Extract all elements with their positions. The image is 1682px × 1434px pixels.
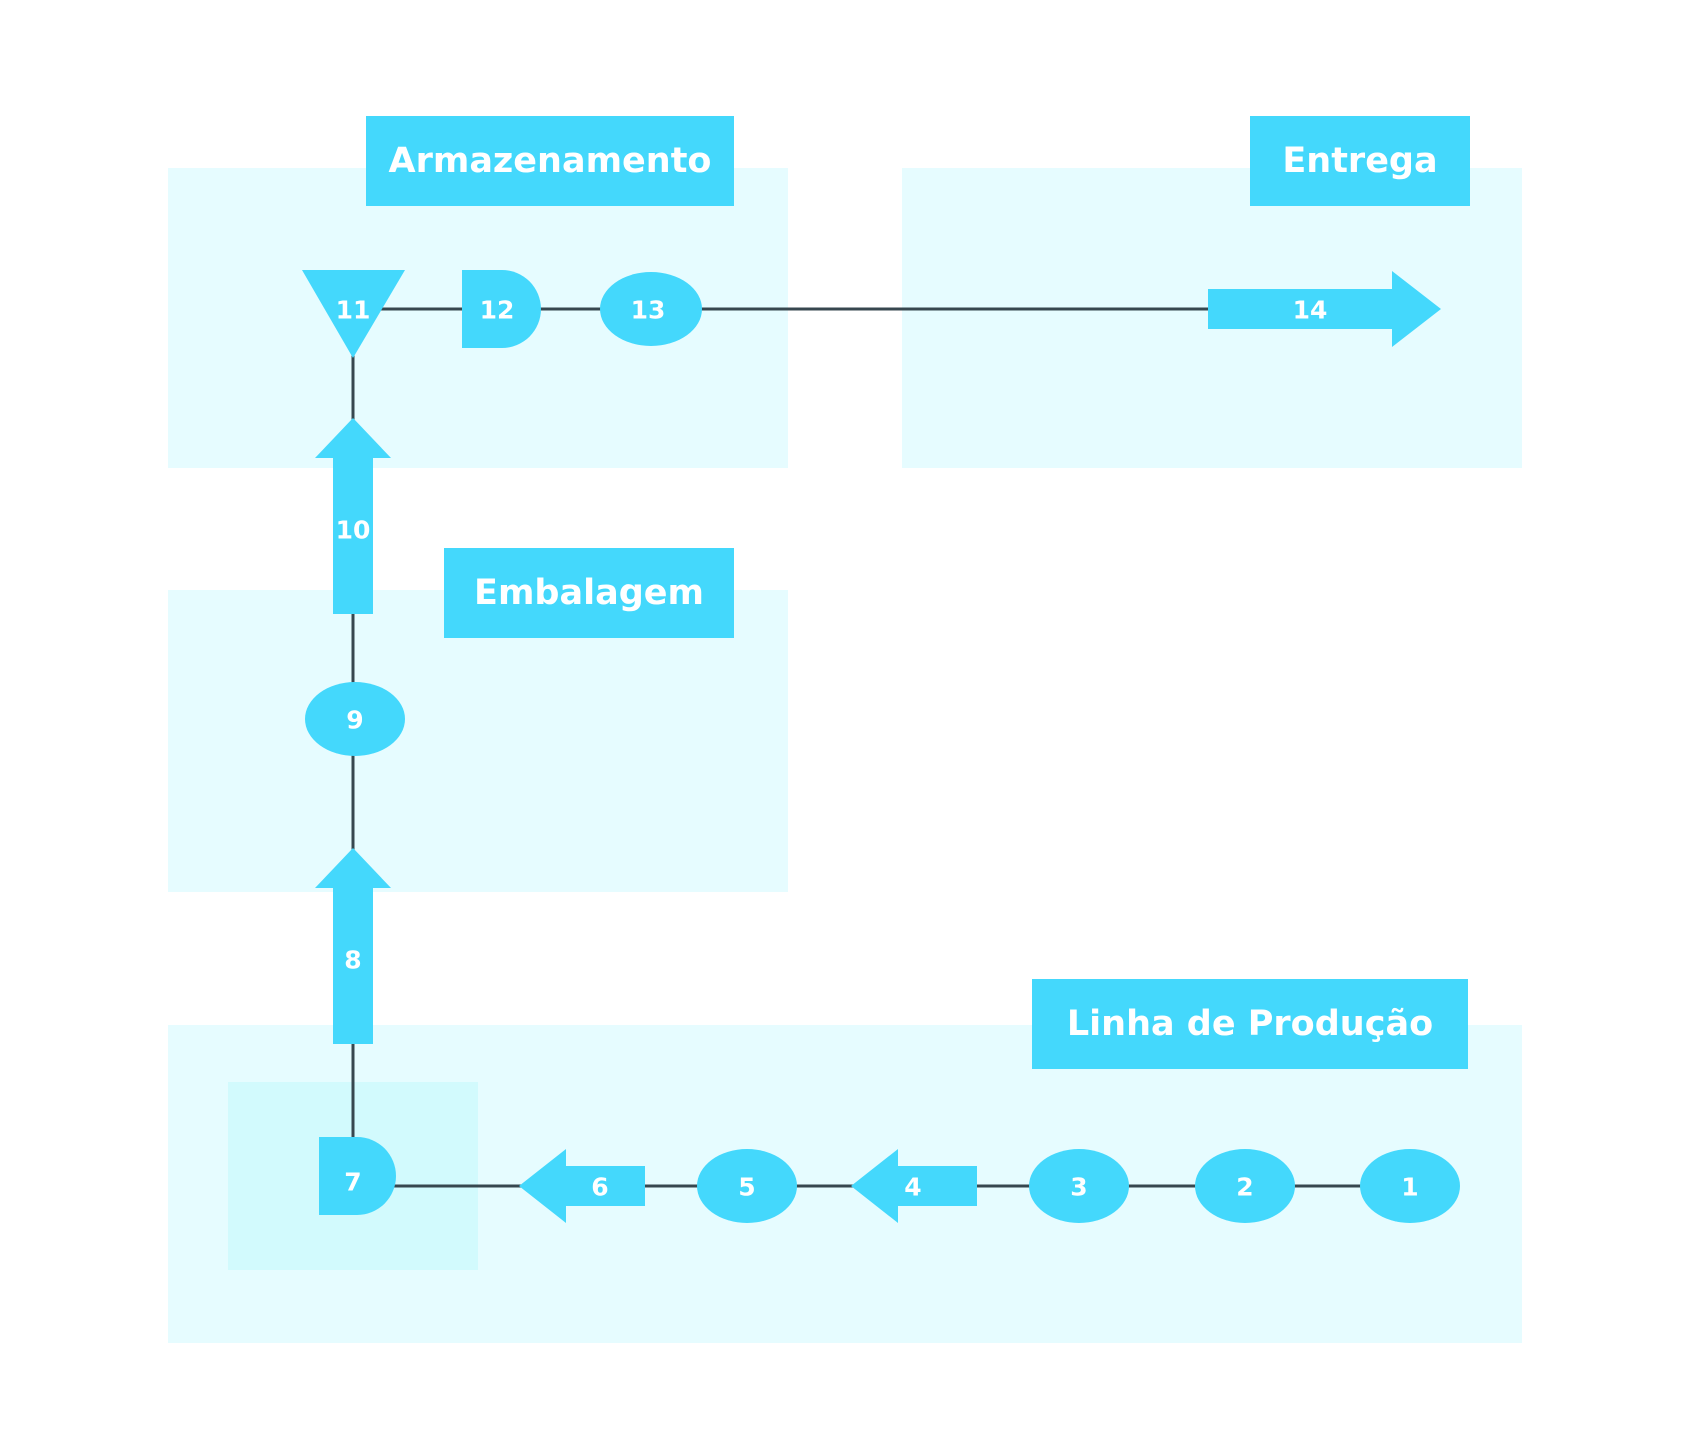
node-label: 8: [344, 946, 361, 975]
node-shape-delay: [319, 1137, 396, 1215]
zone-title-text: Embalagem: [474, 573, 704, 613]
node-shape-ellipse: [1360, 1149, 1460, 1223]
node-13[interactable]: 13: [600, 272, 702, 346]
node-6[interactable]: 6: [519, 1149, 645, 1223]
node-14[interactable]: 14: [1208, 271, 1441, 347]
node-shape-ellipse: [1195, 1149, 1295, 1223]
zone-title-box: [366, 116, 734, 206]
node-11[interactable]: 11: [302, 270, 405, 358]
zone-title-text: Entrega: [1282, 141, 1437, 181]
node-10[interactable]: 10: [315, 418, 391, 614]
node-shape-delay: [462, 270, 541, 348]
zone-title-box: [1032, 979, 1468, 1069]
node-shape-arrow-left: [851, 1149, 977, 1223]
node-shape-arrow-up: [315, 418, 391, 614]
zone-title-entrega: Entrega: [1250, 116, 1470, 206]
node-7[interactable]: 7: [319, 1137, 396, 1215]
node-1[interactable]: 1: [1360, 1149, 1460, 1223]
zone-title-box: [444, 548, 734, 638]
node-9[interactable]: 9: [305, 682, 405, 756]
zone-title-embalagem: Embalagem: [444, 548, 734, 638]
node-4[interactable]: 4: [851, 1149, 977, 1223]
node-shape-arrow-right: [1208, 271, 1441, 347]
zone-title-text: Armazenamento: [389, 141, 712, 181]
node-shape-ellipse: [600, 272, 702, 346]
node-12[interactable]: 12: [462, 270, 541, 348]
node-3[interactable]: 3: [1029, 1149, 1129, 1223]
zone-embalagem: [168, 590, 788, 892]
node-5[interactable]: 5: [697, 1149, 797, 1223]
node-label: 7: [344, 1168, 361, 1197]
node-label: 2: [1236, 1173, 1253, 1202]
node-label: 14: [1293, 296, 1328, 325]
zone-title-armazenamento: Armazenamento: [366, 116, 734, 206]
zone-title-text: Linha de Produção: [1067, 1004, 1433, 1044]
zone-title-box: [1250, 116, 1470, 206]
node-8[interactable]: 8: [315, 848, 391, 1044]
node-shape-arrow-left: [519, 1149, 645, 1223]
node-shape-triangle-down: [302, 270, 405, 358]
node-label: 13: [631, 296, 666, 325]
node-label: 3: [1070, 1173, 1087, 1202]
node-label: 11: [336, 296, 371, 325]
node-label: 5: [738, 1173, 755, 1202]
node-label: 12: [480, 296, 515, 325]
node-label: 9: [346, 706, 363, 735]
zone-title-linha-producao: Linha de Produção: [1032, 979, 1468, 1069]
node-label: 6: [591, 1173, 608, 1202]
node-shape-ellipse: [1029, 1149, 1129, 1223]
node-label: 4: [904, 1173, 921, 1202]
node-shape-ellipse: [305, 682, 405, 756]
node-shape-ellipse: [697, 1149, 797, 1223]
node-shape-arrow-up: [315, 848, 391, 1044]
node-label: 1: [1401, 1173, 1418, 1202]
node-label: 10: [336, 516, 371, 545]
node-2[interactable]: 2: [1195, 1149, 1295, 1223]
